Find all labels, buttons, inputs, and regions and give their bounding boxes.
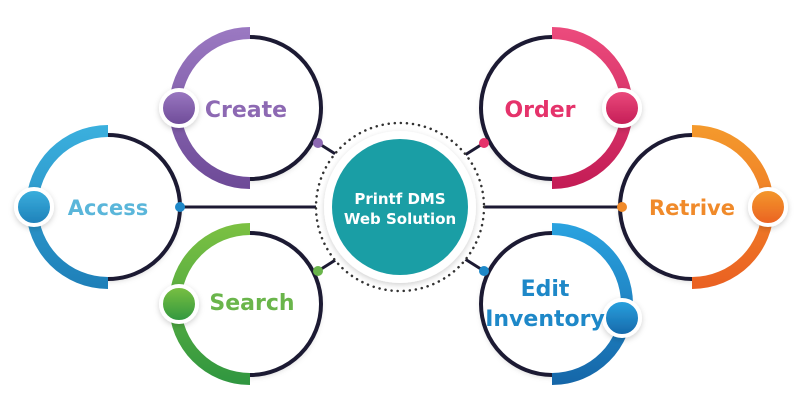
order-dot <box>479 138 489 148</box>
inventory-knob <box>602 298 642 338</box>
node-order: Order <box>479 27 642 189</box>
inventory-dot <box>479 266 489 276</box>
hub-title-line2: Web Solution <box>344 210 456 228</box>
node-inventory: Edit Inventory <box>479 223 642 385</box>
access-dot <box>175 202 185 212</box>
access-label: Access <box>68 196 148 220</box>
hub: Printf DMS Web Solution <box>314 121 486 293</box>
retrive-knob <box>748 187 788 227</box>
retrive-label: Retrive <box>649 196 735 220</box>
create-knob <box>159 88 199 128</box>
create-dot <box>313 138 323 148</box>
search-label: Search <box>209 291 294 316</box>
access-knob <box>14 187 54 227</box>
inventory-label-line1: Edit <box>521 277 570 302</box>
node-search: Search <box>159 223 323 385</box>
hub-circle <box>332 139 468 275</box>
search-knob <box>159 284 199 324</box>
node-retrive: Retrive <box>617 125 788 289</box>
inventory-label-line2: Inventory <box>485 307 605 332</box>
order-label: Order <box>504 98 575 123</box>
connectors <box>180 141 622 273</box>
node-access: Access <box>14 125 185 289</box>
hub-title-line1: Printf DMS <box>354 190 445 208</box>
search-dot <box>313 266 323 276</box>
create-label: Create <box>205 98 287 123</box>
order-knob <box>602 88 642 128</box>
node-create: Create <box>159 27 323 189</box>
retrive-dot <box>617 202 627 212</box>
